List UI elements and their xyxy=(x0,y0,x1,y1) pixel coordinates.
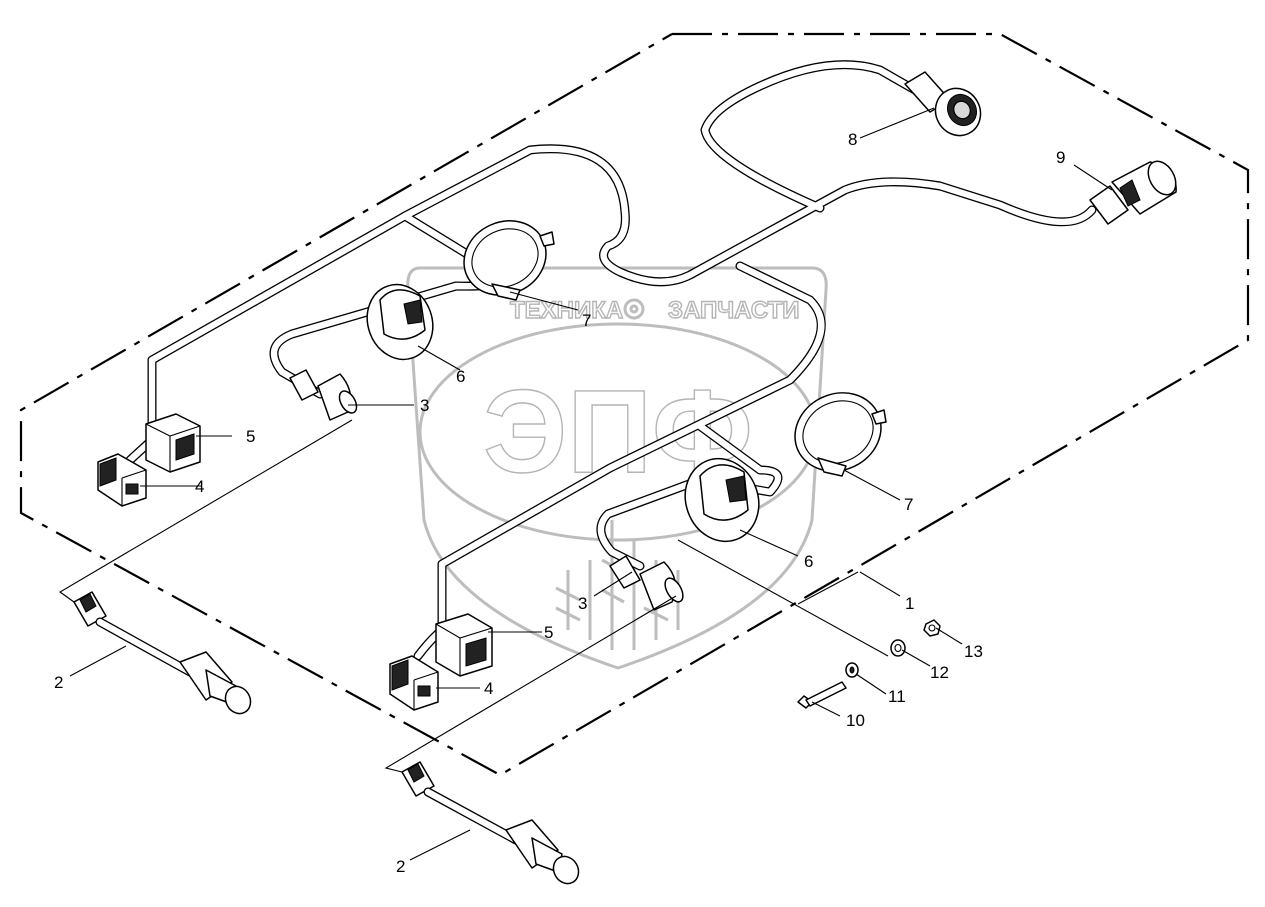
lamp-housing-7b xyxy=(794,392,887,477)
washer-12 xyxy=(890,639,906,657)
plug-connector-9 xyxy=(1089,160,1177,225)
plug-housing-4a xyxy=(97,453,147,507)
sensor-cable-2a xyxy=(73,591,252,715)
socket-6b xyxy=(684,457,760,543)
gear-icon xyxy=(623,298,645,320)
watermark-left-word: ТЕХНИКА xyxy=(510,297,623,324)
callout-13: 13 xyxy=(964,642,983,661)
plug-housing-4b xyxy=(389,655,439,711)
lamp-housing-7a xyxy=(463,220,555,301)
callout-9: 9 xyxy=(1056,148,1065,167)
callout-4b: 4 xyxy=(484,679,493,698)
callout-3a: 3 xyxy=(420,396,429,415)
watermark-right-word: ЗАПЧАСТИ xyxy=(668,297,800,324)
callout-8: 8 xyxy=(848,130,857,149)
callout-5b: 5 xyxy=(544,623,553,642)
assembly-boundary xyxy=(19,32,1250,777)
round-connector-8 xyxy=(904,71,982,137)
callout-5a: 5 xyxy=(246,427,255,446)
callout-4a: 4 xyxy=(195,477,204,496)
bolt-10 xyxy=(797,681,847,709)
socket-6a xyxy=(366,283,434,361)
bullet-connector-3a xyxy=(289,369,358,421)
callout-1: 1 xyxy=(905,594,914,613)
callout-7b: 7 xyxy=(904,495,913,514)
callout-12: 12 xyxy=(930,663,949,682)
callout-6a: 6 xyxy=(456,367,465,386)
junction-block-5a xyxy=(145,413,201,473)
washer-11 xyxy=(845,662,859,678)
nut-13 xyxy=(923,619,941,637)
leader-lines xyxy=(58,107,1113,861)
callout-11: 11 xyxy=(888,687,906,706)
callout-labels: 8 9 7 6 3 5 4 7 6 3 1 5 4 2 2 10 11 12 1… xyxy=(54,130,1065,876)
callout-7a: 7 xyxy=(582,311,591,330)
callout-6b: 6 xyxy=(804,552,813,571)
callout-2b: 2 xyxy=(396,857,405,876)
sensor-cable-2b xyxy=(401,761,580,885)
callout-10: 10 xyxy=(846,711,865,730)
callout-2a: 2 xyxy=(54,673,63,692)
callout-3b: 3 xyxy=(578,594,587,613)
junction-block-5b xyxy=(435,613,493,677)
bullet-connector-3b xyxy=(609,555,684,611)
